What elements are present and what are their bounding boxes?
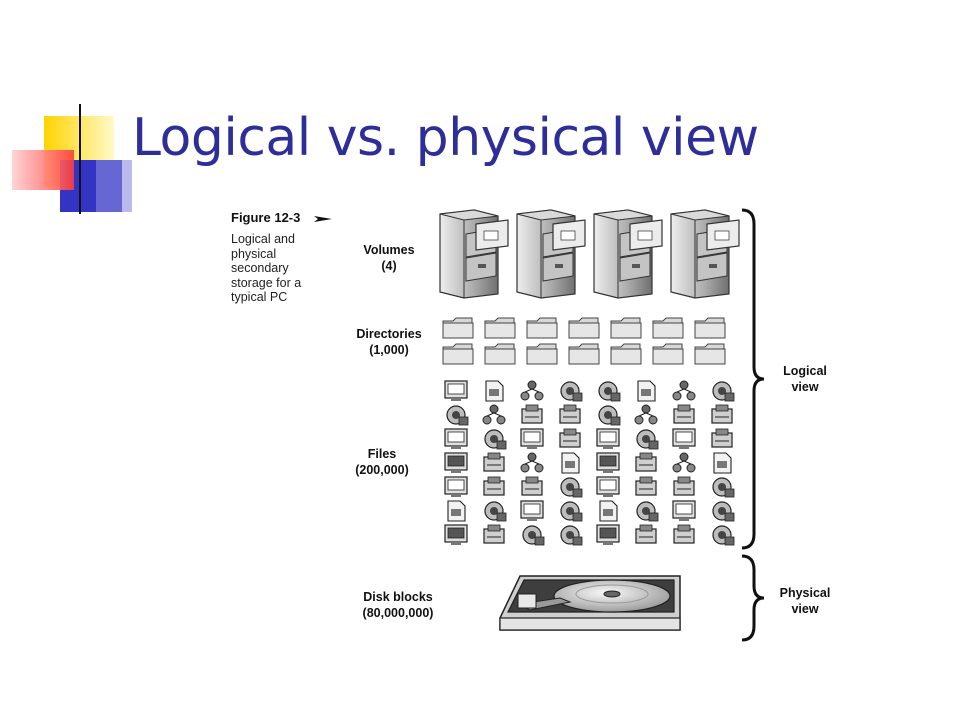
- file-icon: [447, 500, 466, 522]
- file-icon: [672, 428, 696, 449]
- file-icon: [485, 380, 504, 402]
- file-icon: [521, 404, 543, 424]
- file-icon: [636, 501, 659, 522]
- folder-icon: [568, 317, 600, 339]
- filing-cabinet-icon: [439, 209, 509, 299]
- file-icon: [673, 476, 695, 496]
- file-icon: [520, 452, 544, 473]
- file-icon: [483, 452, 505, 472]
- file-icon: [559, 428, 581, 448]
- folder-icon: [652, 343, 684, 365]
- file-icon: [598, 405, 621, 426]
- file-icon: [561, 452, 580, 474]
- file-icon: [711, 428, 733, 448]
- file-icon: [672, 380, 696, 401]
- folder-icon: [484, 317, 516, 339]
- file-icon: [672, 452, 696, 473]
- title-decoration: [12, 104, 880, 214]
- file-icon: [444, 452, 468, 473]
- file-icon: [672, 500, 696, 521]
- folder-icon: [610, 317, 642, 339]
- arrow-right-icon: [313, 215, 332, 222]
- file-icon: [560, 525, 583, 546]
- file-icon: [482, 404, 506, 425]
- files-label: Files(200,000): [355, 447, 409, 477]
- file-icon: [634, 404, 658, 425]
- file-icon: [484, 429, 507, 450]
- file-icon: [521, 476, 543, 496]
- folder-icon: [442, 343, 474, 365]
- figure-caption: Logical and physical secondary storage f…: [231, 232, 302, 305]
- file-icon: [596, 524, 620, 545]
- figure-number: Figure 12-3: [231, 210, 332, 225]
- file-icon: [712, 525, 735, 546]
- file-icon: [483, 524, 505, 544]
- file-icon: [712, 501, 735, 522]
- file-icon: [444, 428, 468, 449]
- file-icon: [520, 380, 544, 401]
- file-icon: [520, 500, 544, 521]
- file-icon: [673, 524, 695, 544]
- file-icon: [560, 501, 583, 522]
- logical-view-brace: [741, 208, 765, 550]
- file-icon: [596, 428, 620, 449]
- folder-icon: [694, 343, 726, 365]
- file-icon: [713, 452, 732, 474]
- filing-cabinet-icon: [593, 209, 663, 299]
- file-icon: [598, 381, 621, 402]
- file-icon: [712, 477, 735, 498]
- file-icon: [444, 476, 468, 497]
- volumes-label: Volumes(4): [363, 243, 415, 273]
- disk-blocks-label: Disk blocks(80,000,000): [362, 590, 434, 620]
- file-icon: [712, 381, 735, 402]
- file-icon: [483, 476, 505, 496]
- file-icon: [596, 476, 620, 497]
- folder-icon: [694, 317, 726, 339]
- file-icon: [599, 500, 618, 522]
- folder-icon: [610, 343, 642, 365]
- folder-icon: [652, 317, 684, 339]
- folder-icon: [442, 317, 474, 339]
- folder-icon: [526, 317, 558, 339]
- file-icon: [522, 525, 545, 546]
- folder-icon: [526, 343, 558, 365]
- filing-cabinet-icon: [516, 209, 586, 299]
- file-icon: [560, 381, 583, 402]
- file-icon: [560, 477, 583, 498]
- file-icon: [444, 380, 468, 401]
- file-icon: [596, 452, 620, 473]
- folder-icon: [484, 343, 516, 365]
- physical-view-brace: [741, 554, 765, 642]
- file-icon: [635, 452, 657, 472]
- file-icon: [446, 405, 469, 426]
- file-icon: [444, 524, 468, 545]
- file-icon: [636, 429, 659, 450]
- folder-icon: [568, 343, 600, 365]
- file-icon: [484, 501, 507, 522]
- file-icon: [711, 404, 733, 424]
- filing-cabinet-icon: [670, 209, 740, 299]
- file-icon: [673, 404, 695, 424]
- slide-title: Logical vs. physical view: [132, 108, 759, 168]
- hard-disk-icon: [499, 575, 681, 631]
- file-icon: [635, 476, 657, 496]
- file-icon: [637, 380, 656, 402]
- file-icon: [559, 404, 581, 424]
- file-icon: [520, 428, 544, 449]
- directories-label: Directories(1,000): [356, 327, 422, 357]
- red-square: [12, 150, 74, 190]
- file-icon: [635, 524, 657, 544]
